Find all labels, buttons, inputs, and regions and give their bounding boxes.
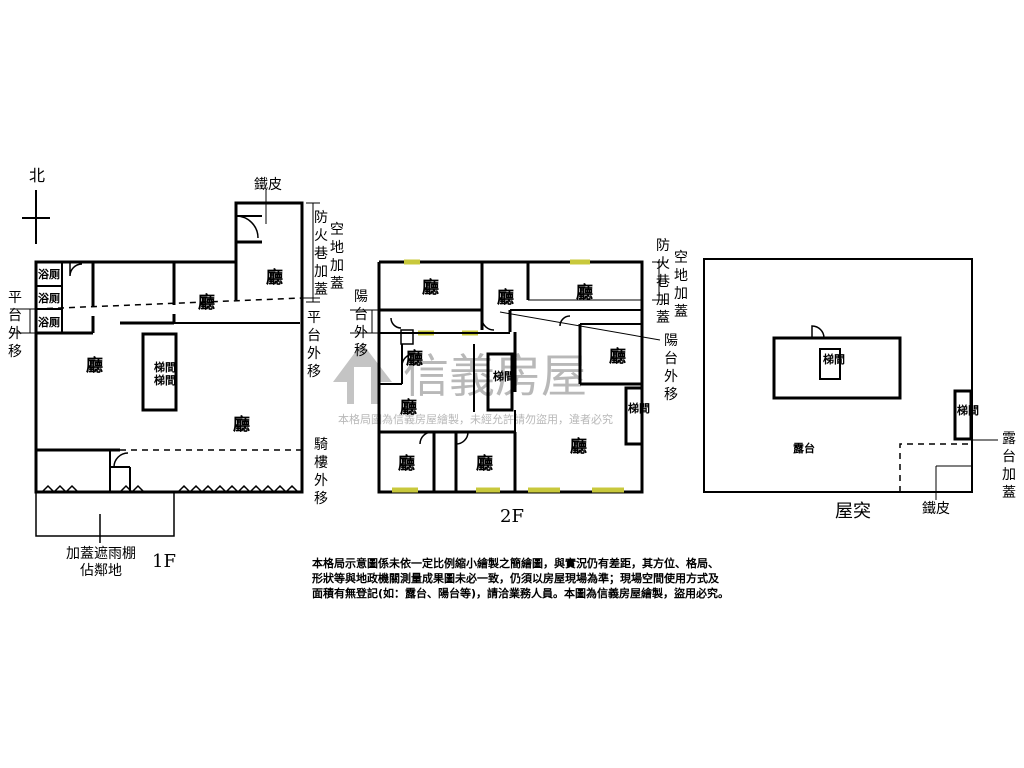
f1-floor-label: 1F [152, 551, 176, 572]
f1-platform-right-2: 台 [307, 328, 321, 344]
f2-balcony-right-1: 陽 [664, 333, 678, 349]
f2-balcony-left-4: 移 [354, 343, 368, 359]
roof-stairs-2: 梯間 [957, 403, 979, 417]
f2-balcony-left-2: 台 [354, 307, 368, 323]
f1-iron-sheet: 鐵皮 [254, 176, 282, 193]
f1-openspace-3: 加 [330, 258, 344, 274]
f2-balcony-right-4: 移 [664, 387, 678, 403]
f1-arcade-1: 騎 [314, 437, 328, 453]
f1-openspace-4: 蓋 [330, 276, 344, 292]
f1-platform-left-3: 外 [8, 326, 22, 342]
watermark-brand: 信義房屋 [403, 349, 587, 403]
floor-2-labels: 廳 廳 廳 廳 廳 廳 廳 廳 廳 梯間 梯間 防 火 巷 加 蓋 空 地 加 … [354, 238, 688, 527]
floor-1-plan [10, 190, 320, 543]
f1-stairs-1: 梯間 [154, 360, 176, 374]
floor-1-labels: 浴厕 浴厕 浴厕 廳 廳 廳 廳 梯間 梯間 鐵皮 防 火 巷 加 蓋 空 地 … [8, 176, 344, 579]
f2-firelane-3: 巷 [656, 274, 670, 290]
f1-arcade-4: 移 [314, 491, 328, 507]
f2-room-5: 廳 [609, 346, 626, 367]
f2-room-3: 廳 [576, 282, 593, 303]
f2-room-1: 廳 [422, 277, 439, 298]
f1-openspace-1: 空 [330, 222, 344, 238]
f1-hall-top: 廳 [198, 292, 215, 313]
f2-balcony-right-2: 台 [664, 351, 678, 367]
f1-platform-left-4: 移 [8, 344, 22, 360]
f1-bath-3: 浴厕 [38, 315, 60, 329]
f2-room-9: 廳 [476, 453, 493, 474]
floor-2-plan [350, 259, 668, 494]
f1-platform-left-2: 台 [8, 308, 22, 324]
roof-iron-sheet: 鐵皮 [922, 500, 950, 517]
f2-stairs-2: 梯間 [628, 401, 650, 415]
f2-room-6: 廳 [400, 397, 417, 418]
f1-canopy-line1: 加蓋遮雨棚 [66, 546, 136, 562]
roof-terrace-cover-3: 加 [1002, 467, 1016, 483]
f2-room-7: 廳 [570, 436, 587, 457]
f2-openspace-3: 加 [674, 286, 688, 302]
f1-firelane-4: 加 [314, 264, 328, 280]
disclaimer-line-1: 本格局示意圖係未依一定比例縮小繪製之簡繪圖，與實況仍有差距，其方位、格局、 [312, 557, 719, 570]
f2-firelane-1: 防 [656, 238, 670, 254]
f2-room-2: 廳 [497, 287, 514, 308]
f2-openspace-2: 地 [674, 268, 688, 284]
north-label: 北 [29, 166, 45, 185]
f2-floor-label: 2F [500, 506, 524, 527]
f1-hall-left: 廳 [86, 355, 103, 376]
roof-plan [703, 258, 998, 500]
disclaimer-text: 本格局示意圖係未依一定比例縮小繪製之簡繪圖，與實況仍有差距，其方位、格局、 形狀… [312, 556, 782, 601]
f1-platform-right-3: 外 [307, 346, 321, 362]
roof-floor-label: 屋突 [835, 501, 871, 522]
f1-canopy-line2: 佔鄰地 [80, 563, 122, 579]
f1-stairs-2: 梯間 [154, 373, 176, 387]
f1-arcade-3: 外 [314, 473, 328, 489]
f2-balcony-left-3: 外 [354, 325, 368, 341]
roof-terrace-cover-2: 台 [1002, 449, 1016, 465]
f2-stairs-1a: 梯間 [493, 369, 515, 383]
f2-room-8: 廳 [398, 453, 415, 474]
roof-terrace-cover-4: 蓋 [1002, 485, 1016, 501]
f2-balcony-left-1: 陽 [354, 289, 368, 305]
disclaimer-line-2: 形狀等與地政機關測量成果圖未必一致，仍須以房屋現場為準；現場空間使用方式及 [312, 572, 719, 585]
roof-labels: 梯間 梯間 露台 鐵皮 露 台 加 蓋 屋突 [793, 352, 1016, 522]
f2-firelane-4: 加 [656, 292, 670, 308]
watermark: 信義房屋 本格局圖為信義房屋繪製，未經允許請勿盜用，違者必究 [333, 343, 613, 426]
compass: 北 [22, 166, 50, 244]
f2-firelane-5: 蓋 [656, 310, 670, 326]
f1-firelane-2: 火 [314, 228, 328, 244]
f1-openspace-2: 地 [330, 240, 344, 256]
f1-hall-top-right: 廳 [266, 267, 283, 288]
f1-bath-2: 浴厕 [38, 291, 60, 305]
f1-platform-left-1: 平 [8, 290, 22, 306]
f1-platform-right-4: 移 [307, 364, 321, 380]
f1-firelane-3: 巷 [314, 246, 328, 262]
f1-bath-1: 浴厕 [38, 267, 60, 281]
f1-platform-right-1: 平 [307, 310, 321, 326]
f2-firelane-2: 火 [656, 256, 670, 272]
f2-openspace-4: 蓋 [674, 304, 688, 320]
f1-firelane-5: 蓋 [314, 282, 328, 298]
f2-room-4: 廳 [406, 348, 423, 369]
roof-terrace-cover-1: 露 [1002, 431, 1016, 447]
watermark-notice: 本格局圖為信義房屋繪製，未經允許請勿盜用，違者必究 [338, 412, 613, 426]
f2-balcony-right-3: 外 [664, 369, 678, 385]
f2-openspace-1: 空 [674, 250, 688, 266]
f1-arcade-2: 樓 [314, 455, 328, 471]
roof-terrace: 露台 [793, 441, 815, 455]
disclaimer-line-3: 面積有無登記(如：露台、陽台等)，請洽業務人員。本圖為信義房屋繪製，盜用必究。 [312, 587, 730, 600]
roof-stairs-1: 梯間 [823, 352, 845, 366]
f1-firelane-1: 防 [314, 210, 328, 226]
f1-hall-main: 廳 [233, 414, 250, 435]
